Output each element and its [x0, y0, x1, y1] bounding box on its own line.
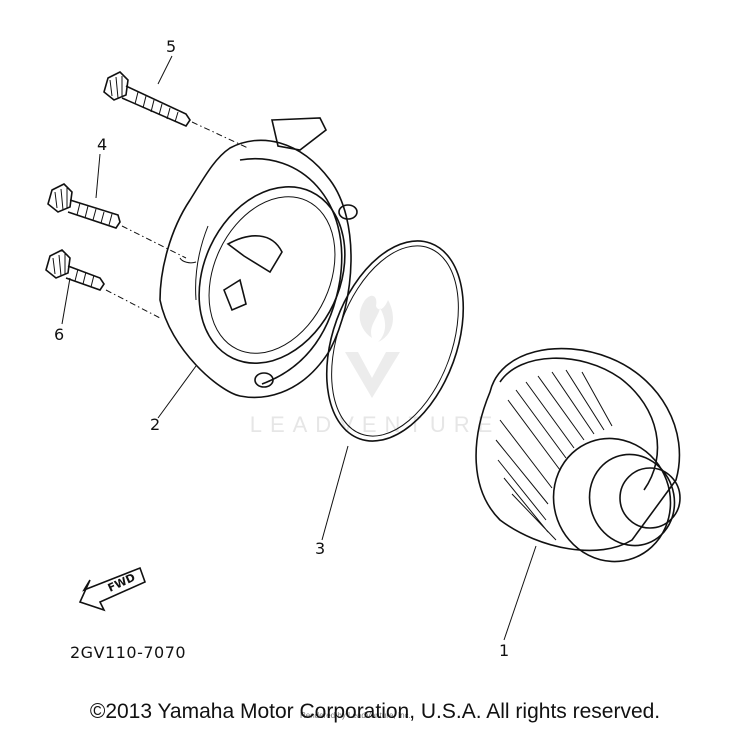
- filter-cover: [159, 117, 358, 399]
- leader-line-4: [95, 153, 101, 199]
- watermark-small: Rendered by LeadVenture, Inc.: [300, 711, 411, 720]
- o-ring: [325, 240, 465, 442]
- callout-5: 5: [166, 37, 176, 56]
- callout-4: 4: [97, 135, 107, 154]
- bolt-6: [45, 249, 161, 319]
- callout-3: 3: [315, 539, 325, 558]
- fwd-label: FWD: [106, 571, 138, 595]
- leader-line-2: [157, 365, 197, 419]
- watermark: LEADVENTURE: [250, 295, 501, 437]
- leader-line-5: [157, 55, 173, 85]
- fwd-arrow: FWD: [78, 566, 147, 612]
- oil-filter-element: [475, 347, 681, 563]
- watermark-text: LEADVENTURE: [250, 412, 501, 437]
- leader-line-3: [321, 445, 349, 541]
- part-code: 2GV110-7070: [70, 643, 186, 662]
- callout-2: 2: [150, 415, 160, 434]
- bolt-5: [103, 71, 249, 149]
- leader-line-6: [61, 277, 71, 325]
- bolt-4: [47, 183, 187, 259]
- callout-6: 6: [54, 325, 64, 344]
- copyright-notice: ©2013 Yamaha Motor Corporation, U.S.A. A…: [89, 700, 661, 723]
- leader-line-1: [503, 545, 537, 641]
- callout-1: 1: [499, 641, 509, 660]
